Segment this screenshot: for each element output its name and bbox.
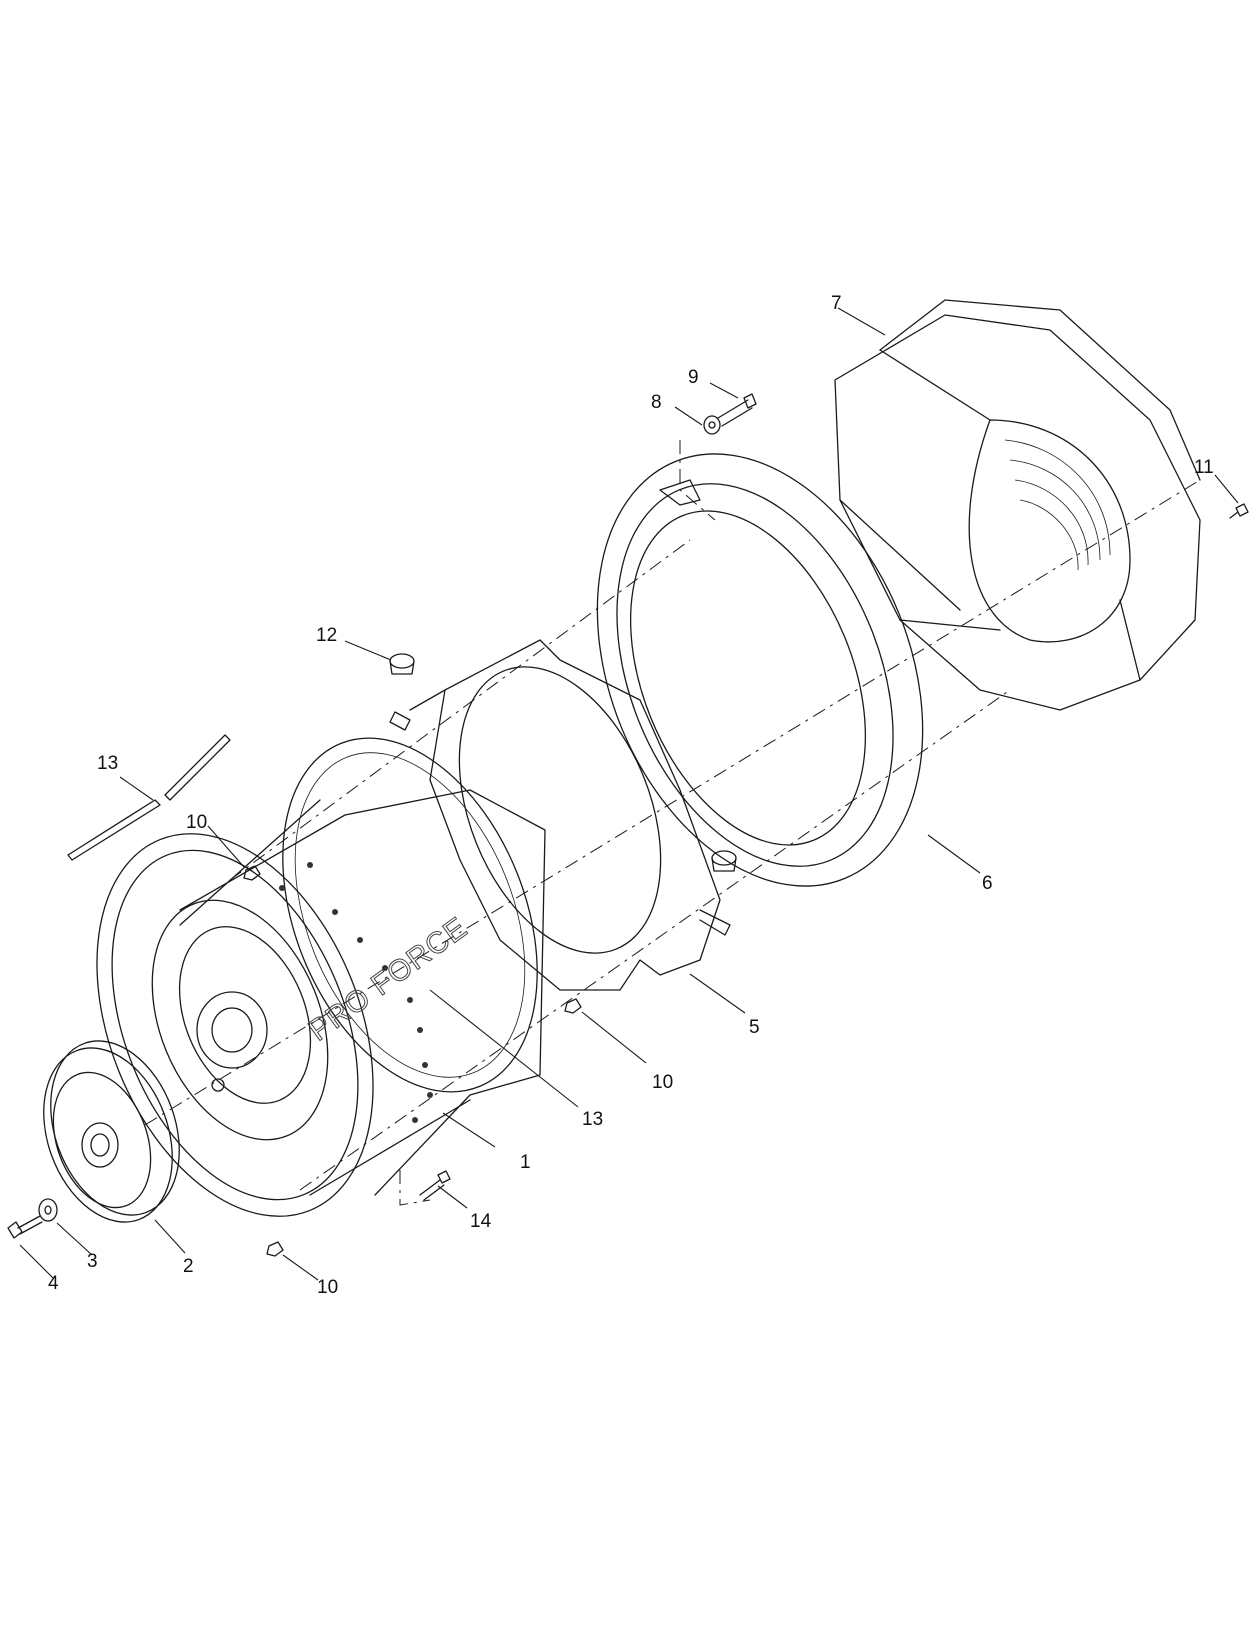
- leader-lines: [19, 307, 1239, 1281]
- callout-10-mid: 10: [652, 1072, 673, 1093]
- top-bolt: [717, 393, 757, 427]
- pulley-bolt: [7, 1215, 43, 1239]
- cover-screw: [1229, 503, 1249, 519]
- fan-cover: [834, 299, 1201, 711]
- housing-logo: PRO FORCE: [303, 911, 474, 1048]
- callout-10-top: 10: [186, 812, 207, 833]
- callout-2: 2: [183, 1256, 194, 1277]
- shroud-ring: [596, 453, 924, 887]
- callout-11: 11: [1194, 457, 1214, 478]
- callout-3: 3: [87, 1251, 98, 1272]
- callout-8: 8: [651, 392, 662, 413]
- callout-6: 6: [982, 873, 993, 894]
- callout-labels: 1 2 3 4 5 6 7 8 9 10 10 10 11 12 13 13 1…: [48, 293, 1214, 1298]
- callout-14: 14: [470, 1211, 492, 1232]
- callout-10-bottom: 10: [317, 1277, 338, 1298]
- callout-5: 5: [749, 1017, 760, 1038]
- decal-strips: [67, 734, 231, 861]
- callout-13-decal: 13: [97, 753, 118, 774]
- callout-4: 4: [48, 1273, 59, 1294]
- callout-13-logo: 13: [582, 1109, 603, 1130]
- mounting-ring: [389, 639, 731, 991]
- pulley: [43, 1040, 180, 1223]
- housing-rivets: [279, 862, 433, 1123]
- blower-housing: PRO FORCE: [96, 737, 546, 1217]
- housing-bolt: [419, 1170, 451, 1201]
- callout-12: 12: [316, 625, 337, 646]
- top-washer: [703, 415, 721, 435]
- rubber-bumpers: [389, 653, 737, 872]
- washer: [38, 1198, 58, 1222]
- callout-7: 7: [831, 293, 842, 314]
- hex-nuts: [243, 865, 582, 1257]
- callout-1: 1: [520, 1152, 531, 1173]
- callout-9: 9: [688, 367, 699, 388]
